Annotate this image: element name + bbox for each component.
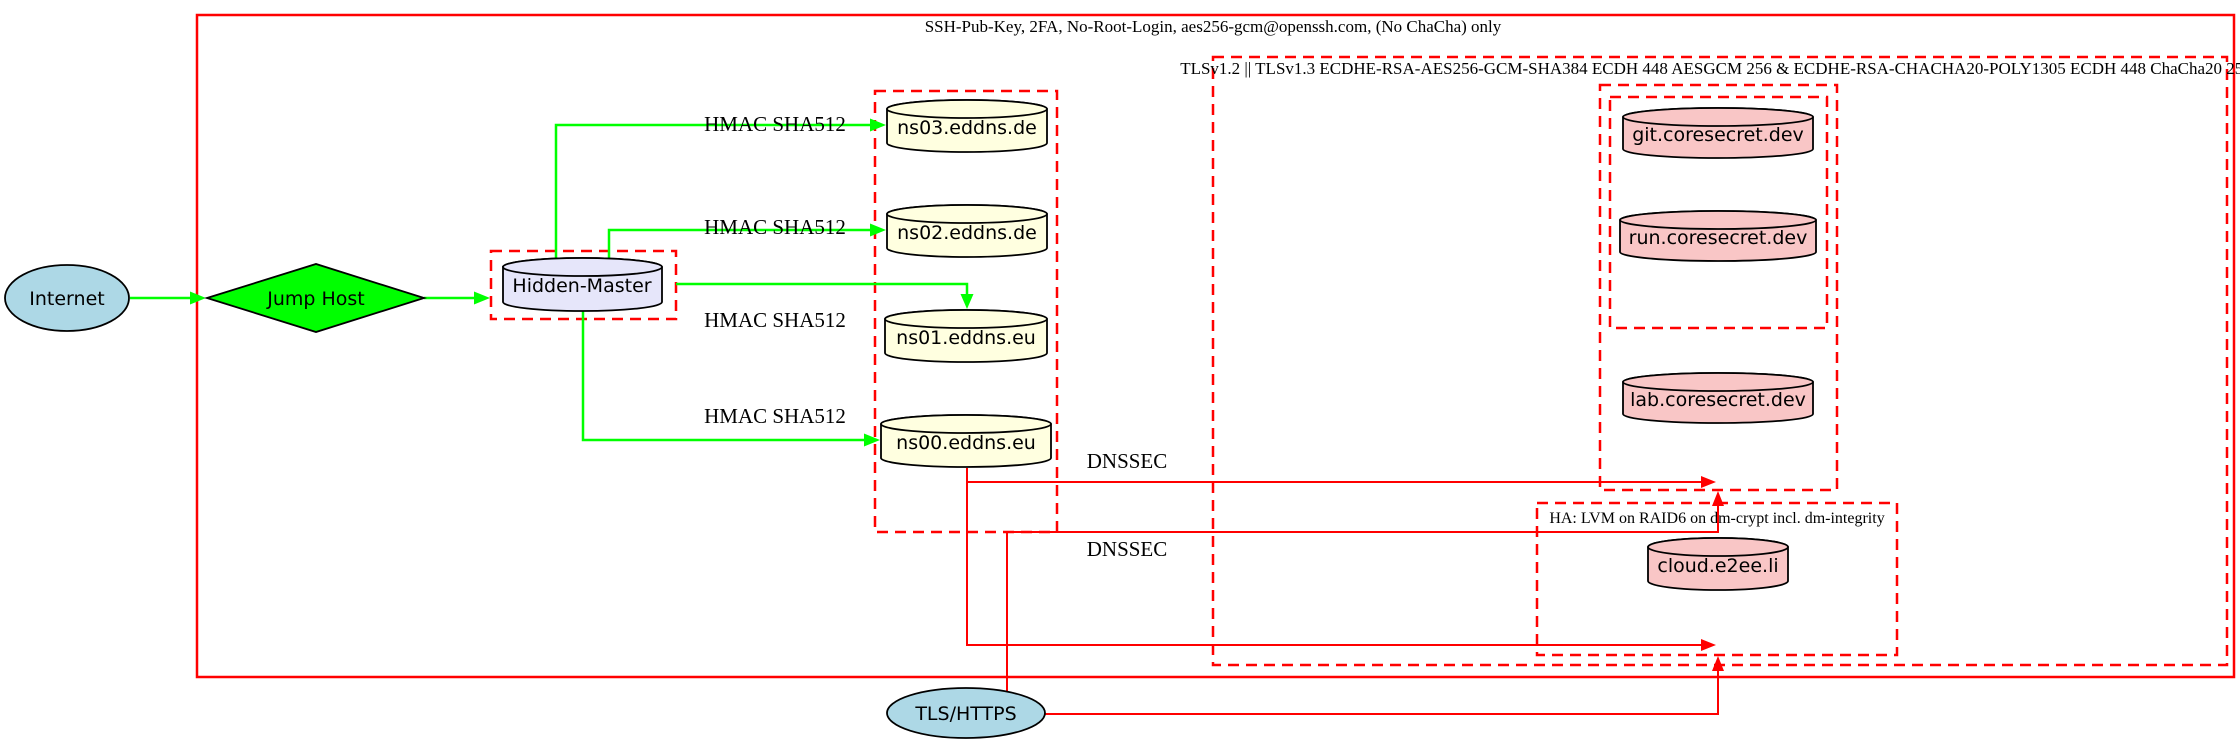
edge-hiddenmaster-ns00-line xyxy=(581,311,866,442)
cluster-ssh: SSH-Pub-Key, 2FA, No-Root-Login, aes256-… xyxy=(195,13,2236,679)
edge-ns00-coresecret-dnssec: DNSSEC xyxy=(966,449,1716,488)
node-lab-label: lab.coresecret.dev xyxy=(1630,389,1806,411)
edge-tlshttps-ha-line xyxy=(1045,669,1719,715)
node-lab-top xyxy=(1622,372,1814,392)
node-jump-host: Jump Host xyxy=(203,263,427,333)
edge-tlshttps-coresecret xyxy=(1006,491,1724,692)
edge-hiddenmaster-ns02: HMAC SHA512 xyxy=(607,215,886,258)
node-lab: lab.coresecret.dev xyxy=(1622,372,1814,424)
node-ns02-label: ns02.eddns.de xyxy=(897,222,1037,244)
edge-ns00-coresecret-line xyxy=(966,468,1703,483)
arrowhead xyxy=(190,291,206,305)
cluster-nameservers xyxy=(873,89,1059,534)
node-tls-https-label: TLS/HTTPS xyxy=(914,703,1016,725)
node-ns03-top xyxy=(886,99,1048,119)
node-ns02-top xyxy=(886,204,1048,224)
node-git: git.coresecret.dev xyxy=(1622,107,1814,159)
edge-hiddenmaster-ns02-line xyxy=(607,228,872,258)
cluster-tls-label: TLSv1.2 || TLSv1.3 ECDHE-RSA-AES256-GCM-… xyxy=(1180,59,2240,78)
node-ns00: ns00.eddns.eu xyxy=(880,414,1052,468)
edge-hiddenmaster-ns00: HMAC SHA512 xyxy=(581,311,880,447)
arrowhead xyxy=(1701,639,1716,651)
node-tls-https: TLS/HTTPS xyxy=(886,687,1046,739)
node-ns01: ns01.eddns.eu xyxy=(884,309,1048,363)
edge-jumphost-hiddenmaster xyxy=(424,291,490,305)
node-internet-shape xyxy=(4,264,130,332)
node-run-top xyxy=(1619,210,1817,230)
node-internet: Internet xyxy=(4,264,130,332)
arrowhead xyxy=(864,433,880,447)
cluster-ssh-border xyxy=(195,13,2236,679)
edge-ns00-ha-line xyxy=(966,468,1703,646)
node-ns00-label: ns00.eddns.eu xyxy=(896,432,1036,454)
node-git-label: git.coresecret.dev xyxy=(1632,124,1804,146)
node-hidden-master: Hidden-Master xyxy=(502,257,663,312)
cluster-gitrun xyxy=(1608,95,1829,330)
arrowhead xyxy=(1712,491,1724,506)
arrowhead xyxy=(474,291,490,305)
edge-hiddenmaster-ns01: HMAC SHA512 xyxy=(676,282,974,332)
node-hidden-master-top xyxy=(502,257,663,277)
node-run-label: run.coresecret.dev xyxy=(1629,227,1808,249)
node-cloud: cloud.e2ee.li xyxy=(1647,537,1789,591)
cluster-nameservers-border xyxy=(873,89,1059,534)
node-ns03-label: ns03.eddns.de xyxy=(897,117,1037,139)
node-cloud-label: cloud.e2ee.li xyxy=(1657,555,1778,577)
cluster-coresecret-border xyxy=(1598,83,1839,492)
arrowhead xyxy=(1712,656,1724,671)
node-ns03: ns03.eddns.de xyxy=(886,99,1048,153)
cluster-gitrun-border xyxy=(1608,95,1829,330)
edge-label-hmac-ns03: HMAC SHA512 xyxy=(704,112,846,136)
node-ns01-label: ns01.eddns.eu xyxy=(896,327,1036,349)
node-ns00-top xyxy=(880,414,1052,434)
cluster-coresecret xyxy=(1598,83,1839,492)
node-run: run.coresecret.dev xyxy=(1619,210,1817,262)
arrowhead xyxy=(870,118,886,132)
edge-hiddenmaster-ns01-line xyxy=(676,282,969,296)
node-git-top xyxy=(1622,107,1814,127)
edge-label-hmac-ns01: HMAC SHA512 xyxy=(704,308,846,332)
node-hidden-master-label: Hidden-Master xyxy=(512,275,651,297)
arrowhead xyxy=(870,223,886,237)
node-cloud-top xyxy=(1647,537,1789,557)
node-ns01-top xyxy=(884,309,1048,329)
node-jump-host-label: Jump Host xyxy=(266,288,365,310)
edge-tlshttps-coresecret-line xyxy=(1006,504,1719,692)
edge-label-dnssec-2: DNSSEC xyxy=(1087,537,1168,561)
edge-hiddenmaster-ns03: HMAC SHA512 xyxy=(554,112,886,258)
edge-label-dnssec-1: DNSSEC xyxy=(1087,449,1168,473)
edge-hiddenmaster-ns03-line xyxy=(554,123,872,258)
edge-tlshttps-ha xyxy=(1045,656,1724,715)
arrowhead xyxy=(1701,476,1716,488)
node-internet-label: Internet xyxy=(29,288,104,310)
node-ns02: ns02.eddns.de xyxy=(886,204,1048,258)
cluster-ssh-label: SSH-Pub-Key, 2FA, No-Root-Login, aes256-… xyxy=(925,17,1502,36)
edge-internet-jumphost xyxy=(130,291,206,305)
edge-ns00-ha-dnssec: DNSSEC xyxy=(966,468,1716,651)
node-jump-host-shape xyxy=(203,263,427,333)
arrowhead xyxy=(960,294,974,309)
edge-label-hmac-ns02: HMAC SHA512 xyxy=(704,215,846,239)
node-tls-https-shape xyxy=(886,687,1046,739)
edge-label-hmac-ns00: HMAC SHA512 xyxy=(704,404,846,428)
